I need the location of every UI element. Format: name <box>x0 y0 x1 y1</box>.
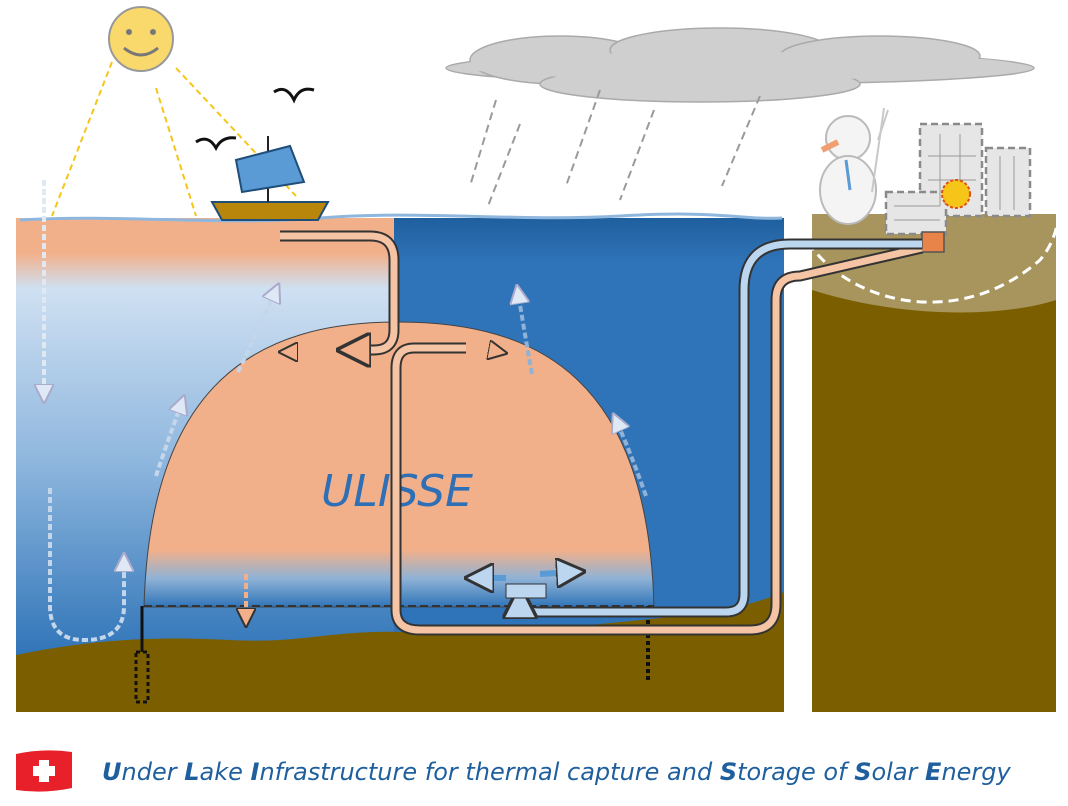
cloud-icon <box>445 27 1035 103</box>
rain-icon <box>469 89 761 207</box>
caption-word: olar <box>871 758 926 786</box>
cold-diffuser <box>476 572 574 599</box>
lake-bed <box>16 592 784 712</box>
caption-initial: S <box>854 758 872 786</box>
caption-word: nfrastructure for thermal capture and <box>259 758 720 786</box>
caption-word: torage of <box>737 758 855 786</box>
convection-arrows <box>44 180 648 643</box>
caption-initial: I <box>250 758 260 786</box>
caption-initial: U <box>102 758 122 786</box>
sun-icon <box>108 6 174 72</box>
sailboat-icon <box>210 136 330 221</box>
snowman-icon <box>819 107 889 225</box>
left-pile <box>134 650 150 704</box>
bird-icon <box>195 136 237 152</box>
acronym-caption: Under Lake Infrastructure for thermal ca… <box>102 752 1011 792</box>
bird-icon <box>273 87 315 104</box>
caption-initial: S <box>719 758 738 786</box>
buildings-icon <box>884 122 1032 236</box>
heat-exchanger-icon <box>921 231 945 253</box>
caption-word: nder <box>121 758 185 786</box>
caption-word: ake <box>199 758 251 786</box>
lake-surface-line <box>19 212 783 223</box>
warm-sun-badge <box>941 179 971 209</box>
caption-word: nergy <box>941 758 1011 786</box>
sun-rays <box>51 61 297 217</box>
swiss-flag-icon <box>16 750 72 792</box>
caption-initial: E <box>925 758 942 786</box>
dome-top-arrows <box>286 346 500 352</box>
caption-initial: L <box>184 758 200 786</box>
buried-zone-outline <box>806 213 1060 304</box>
